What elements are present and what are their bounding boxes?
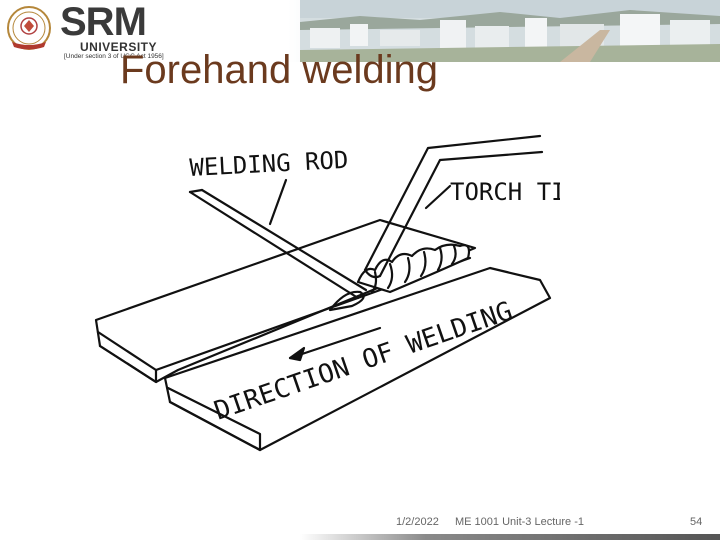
forehand-welding-diagram: WELDING ROD TORCH TIP DIRECTION OF WELDI… (90, 120, 560, 460)
welding-rod-label: WELDING ROD (189, 146, 349, 182)
torch-tip-label: TORCH TIP (450, 178, 560, 206)
bottom-rule (300, 534, 720, 540)
footer-date: 1/2/2022 (396, 516, 439, 528)
footer-text: ME 1001 Unit-3 Lecture -1 (455, 516, 584, 528)
crest-icon (4, 4, 54, 54)
page-number: 54 (690, 516, 702, 528)
slide-title: Forehand welding (120, 46, 438, 94)
logo-name: SRM (60, 0, 146, 44)
